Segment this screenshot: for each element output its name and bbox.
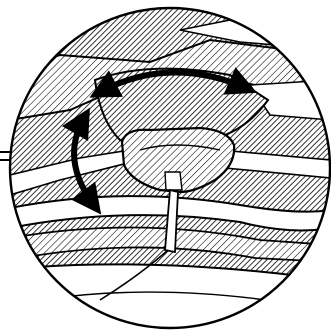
magnified-detail-illustration [0, 0, 331, 335]
magnified-scene [0, 0, 331, 335]
illustration-stage [0, 0, 331, 335]
